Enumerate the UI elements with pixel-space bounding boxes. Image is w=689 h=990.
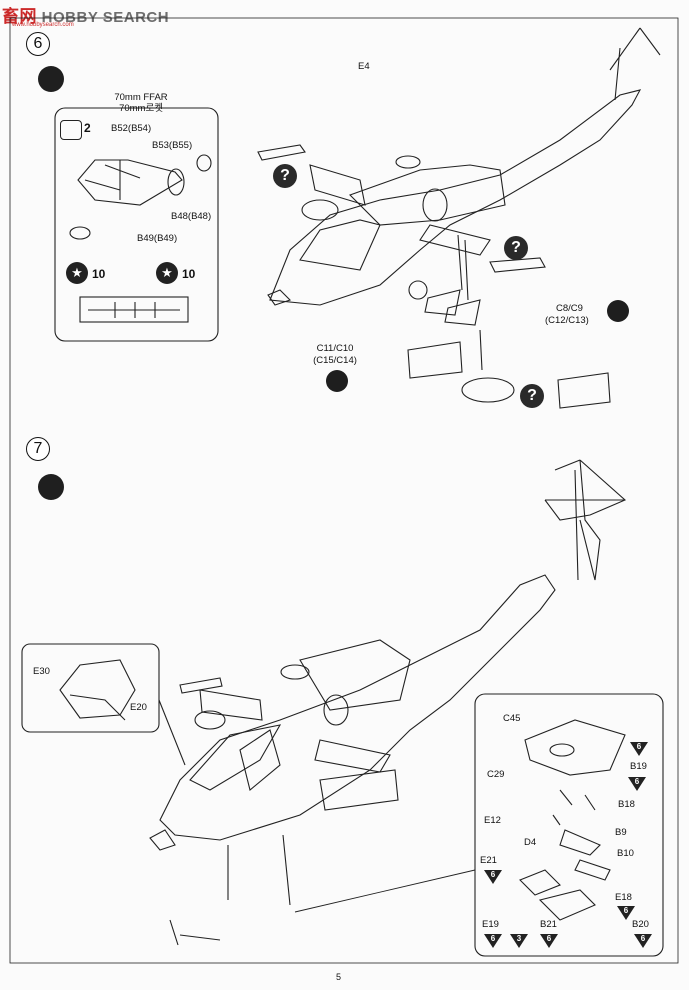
part-b53-label: B53(B55): [152, 140, 193, 151]
part-e12-label: E12: [484, 815, 501, 826]
part-b10-label: B10: [617, 848, 634, 859]
paint-ref-e18: [617, 906, 635, 920]
part-e21-label: E21: [480, 855, 497, 866]
paint-ref-b20: [634, 934, 652, 948]
star-icon: ★: [156, 262, 178, 284]
part-c15-label: (C15/C14): [313, 355, 357, 366]
question-icon: ?: [520, 384, 544, 408]
part-d4-label: D4: [524, 837, 537, 848]
inset-title-2: 70mm로켓: [119, 103, 163, 114]
part-b52-label: B52(B54): [111, 123, 152, 134]
part-e4-label: E4: [358, 61, 370, 72]
paint-ref-e21: [484, 870, 502, 884]
part-e18-label: E18: [615, 892, 632, 903]
part-b49-label: B49(B49): [137, 233, 178, 244]
cement-icon: [38, 66, 64, 92]
part-e20-label: E20: [130, 702, 147, 713]
question-icon: ?: [273, 164, 297, 188]
part-c11-label: C11/C10: [316, 343, 354, 354]
paint-ref-b19: [628, 777, 646, 791]
arrow-right-icon: [607, 300, 629, 322]
qty-2-label: 2: [84, 121, 91, 135]
part-c12-label: (C12/C13): [545, 315, 589, 326]
part-e30-label: E30: [33, 666, 50, 677]
part-b9-label: B9: [615, 827, 627, 838]
cement-icon: [38, 474, 64, 500]
step-7-number: 7: [26, 437, 50, 461]
page-number: 5: [336, 972, 342, 982]
qty-10-right: 10: [182, 267, 196, 281]
part-b20-label: B20: [632, 919, 649, 930]
part-b19-label: B19: [630, 761, 647, 772]
inset-title-1: 70mm FFAR: [114, 92, 168, 103]
part-c8-label: C8/C9: [556, 303, 583, 314]
step-6-number: 6: [26, 32, 50, 56]
part-c45-label: C45: [503, 713, 521, 724]
part-b48-label: B48(B48): [171, 211, 212, 222]
ffar-inset-box: [54, 107, 219, 342]
watermark-url: www.hobbysearch.com: [12, 22, 74, 28]
part-e19-label: E19: [482, 919, 499, 930]
part-b21-label: B21: [540, 919, 557, 930]
part-c29-label: C29: [487, 769, 505, 780]
part-b18-label: B18: [618, 799, 635, 810]
star-icon: ★: [66, 262, 88, 284]
assemble-pair-icon: [60, 120, 82, 140]
arrow-left-icon: [326, 370, 348, 392]
watermark-logo: 畜网 HOBBY SEARCH: [2, 7, 170, 26]
paint-ref-b21: [540, 934, 558, 948]
paint-ref-e19: [484, 934, 502, 948]
paint-ref-3: [510, 934, 528, 948]
question-icon: ?: [504, 236, 528, 260]
qty-10-left: 10: [92, 267, 106, 281]
paint-ref-c45: [630, 742, 648, 756]
